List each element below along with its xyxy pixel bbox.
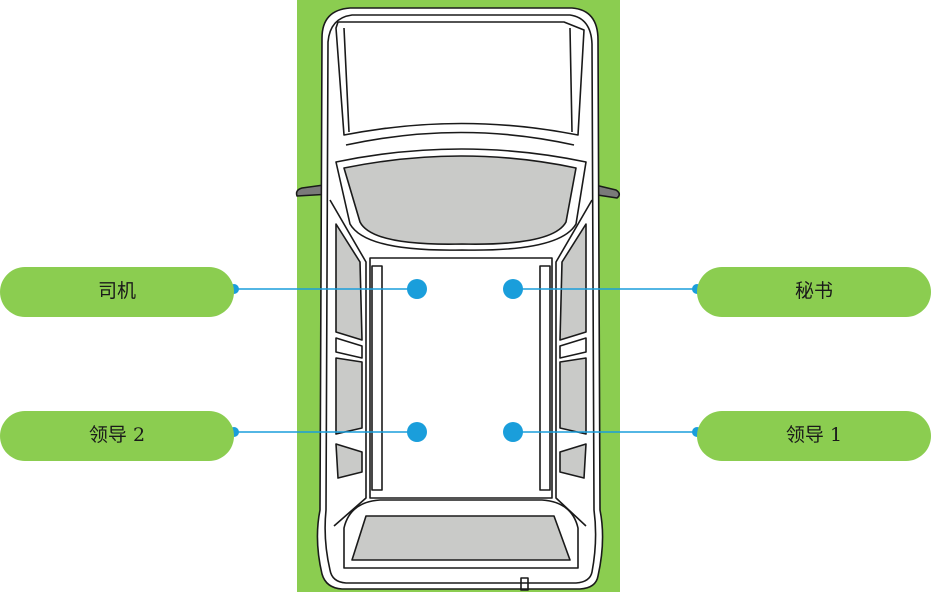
label-secretary-pill [697, 267, 931, 317]
left-roof-rail [371, 265, 383, 491]
label-secretary: 秘书 [697, 267, 931, 317]
label-driver-pill [0, 267, 234, 317]
right-rear-window [559, 357, 587, 435]
label-secretary-text: 秘书 [795, 280, 833, 302]
right-roof-rail [539, 265, 551, 491]
right-pillar-b [559, 337, 587, 359]
car-top-view [295, 7, 621, 591]
tow-hook [520, 577, 529, 591]
label-leader2-pill [0, 411, 234, 461]
car-body-inner [324, 14, 597, 584]
connectors [234, 288, 697, 433]
windshield-frame [335, 148, 587, 251]
label-leader2: 领导 2 [0, 411, 234, 461]
label-leader1-pill [697, 411, 931, 461]
seat-markers [229, 279, 702, 442]
roof [369, 257, 553, 499]
left-pillar-b [335, 337, 363, 359]
rear-window [351, 515, 571, 561]
right-front-window [559, 223, 587, 341]
left-quarter-window [335, 443, 363, 479]
label-leader1-text: 领导 1 [786, 424, 842, 446]
left-front-window [335, 223, 363, 341]
seat-marker-leader2 [407, 422, 427, 442]
label-leader1: 领导 1 [697, 411, 931, 461]
label-leader2-text: 领导 2 [89, 424, 145, 446]
rear-hatch [343, 499, 579, 569]
hood [335, 21, 585, 136]
cowl-line [345, 131, 575, 146]
left-rear-window [335, 357, 363, 435]
left-door-frame [329, 199, 367, 527]
seat-marker-leader1 [503, 422, 523, 442]
windshield [343, 155, 577, 245]
label-driver: 司机 [0, 267, 234, 317]
seat-marker-secretary [503, 279, 523, 299]
label-driver-text: 司机 [98, 280, 136, 302]
right-quarter-window [559, 443, 587, 479]
seat-marker-driver [407, 279, 427, 299]
hood-line [343, 27, 573, 133]
